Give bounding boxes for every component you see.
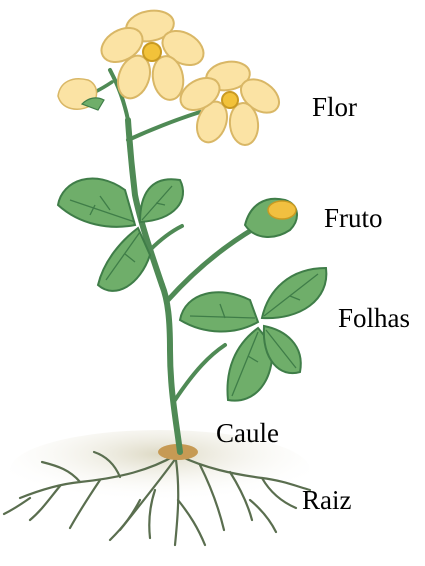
- label-root: Raiz: [302, 487, 351, 514]
- label-flower: Flor: [312, 94, 357, 121]
- flower-bud: [58, 79, 104, 110]
- label-stem: Caule: [216, 420, 279, 447]
- leaves-lower: [180, 268, 326, 401]
- label-fruit: Fruto: [324, 205, 383, 232]
- label-leaves: Folhas: [338, 305, 410, 332]
- flower-right: [175, 58, 285, 146]
- fruit-bud: [245, 199, 297, 237]
